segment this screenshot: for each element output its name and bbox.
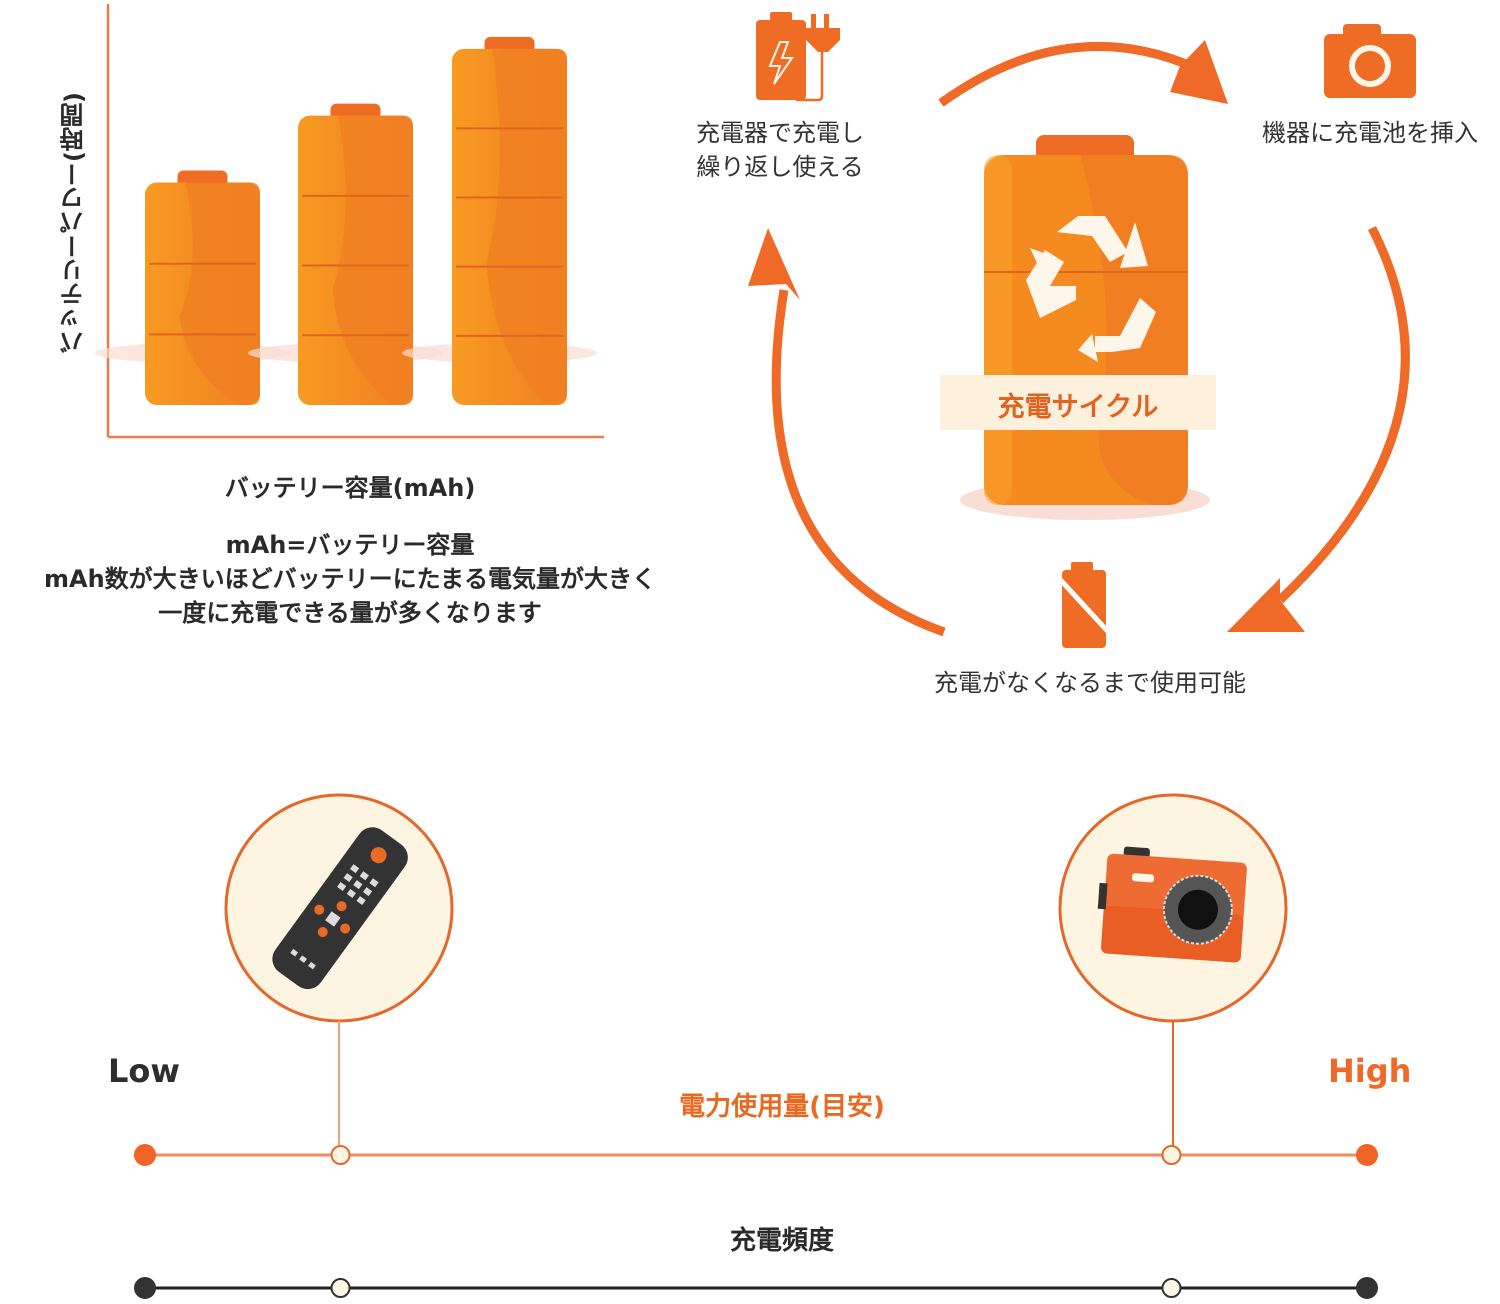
capacity-chart <box>95 4 604 439</box>
charge-frequency-title: 充電頻度 <box>729 1226 834 1256</box>
arrow-head-top <box>1170 40 1228 104</box>
remote-control-icon <box>272 827 408 990</box>
scale-end-point <box>134 1144 156 1166</box>
scale-device-marker <box>330 1145 351 1165</box>
capacity-description: mAh=バッテリー容量 mAh数が大きいほどバッテリーにたまる電気量が大きく 一… <box>0 528 700 630</box>
scale-device-marker <box>1161 1278 1182 1298</box>
scale-end-point <box>1356 1144 1378 1166</box>
x-axis-label: バッテリー容量(mAh) <box>224 474 476 502</box>
cycle-center-label: 充電サイクル <box>997 392 1159 423</box>
arrow-head-right <box>1227 578 1305 632</box>
cycle-step-insert: 機器に充電池を挿入 <box>1262 119 1478 147</box>
camera-icon <box>1324 24 1416 98</box>
scale-end-point <box>1356 1277 1378 1299</box>
empty-battery-icon <box>1053 562 1114 648</box>
remote-control-illustration <box>224 793 454 1146</box>
battery-bar <box>248 103 443 406</box>
recycle-icon <box>1026 216 1156 362</box>
battery-charger-plug-icon <box>756 12 840 102</box>
charge-cycle-diagram <box>748 12 1416 648</box>
power-usage-scale <box>134 1144 1378 1166</box>
description-line: mAh数が大きいほどバッテリーにたまる電気量が大きく <box>44 565 656 593</box>
scale-end-point <box>134 1277 156 1299</box>
digital-camera-icon <box>1097 846 1247 963</box>
high-label: High <box>1328 1052 1412 1090</box>
arrow-head-left <box>748 228 800 300</box>
description-line: 一度に充電できる量が多くなります <box>158 599 542 627</box>
low-label: Low <box>108 1052 180 1090</box>
power-usage-title: 電力使用量(目安) <box>679 1092 885 1122</box>
charge-frequency-scale <box>134 1277 1378 1299</box>
cycle-arrow-left <box>771 289 946 637</box>
scale-device-marker <box>1161 1145 1182 1165</box>
battery-bar <box>95 170 290 405</box>
y-axis-label: バッテリーパワー(時間) <box>59 92 88 354</box>
cycle-arrow-right <box>1276 225 1410 604</box>
cycle-step-charge: 充電器で充電し 繰り返し使える <box>696 119 864 181</box>
digital-camera-illustration <box>1058 793 1288 1146</box>
battery-bar <box>402 36 597 405</box>
cycle-arrow-top <box>938 42 1202 107</box>
center-battery <box>940 135 1216 520</box>
cycle-label-band <box>940 375 1216 430</box>
cycle-step-use: 充電がなくなるまで使用可能 <box>934 669 1246 697</box>
scale-device-marker <box>330 1278 351 1298</box>
usage-scales <box>134 793 1378 1299</box>
description-line: mAh=バッテリー容量 <box>225 531 475 559</box>
